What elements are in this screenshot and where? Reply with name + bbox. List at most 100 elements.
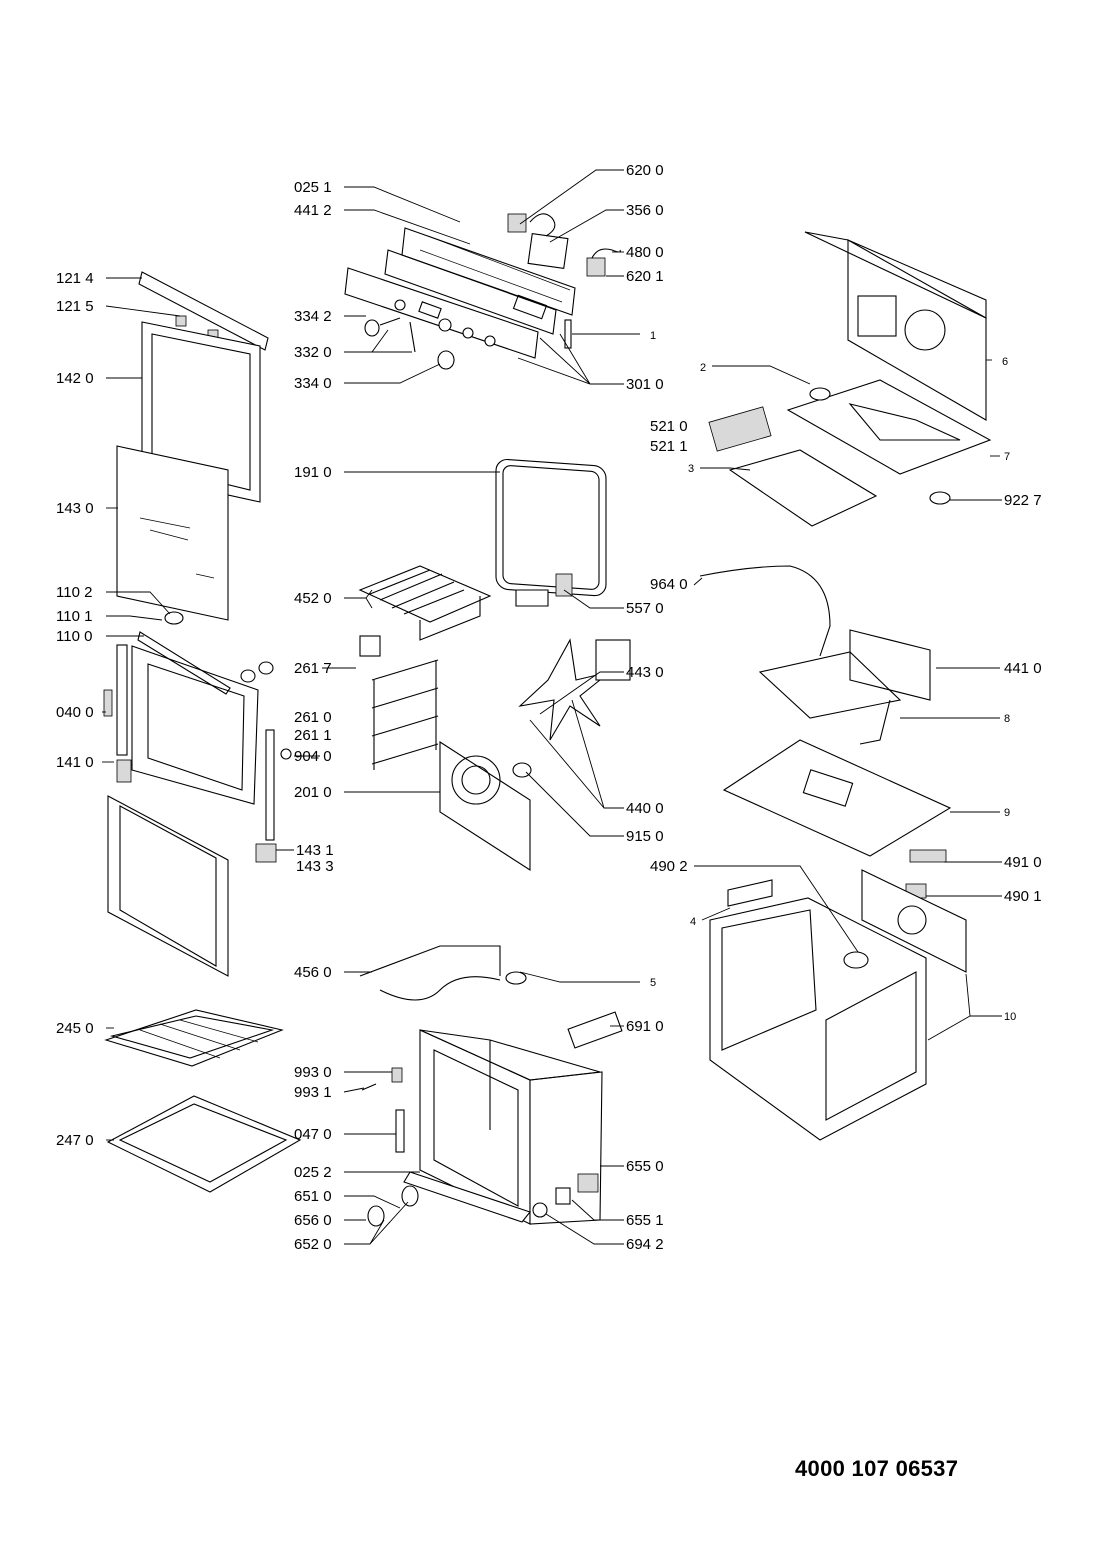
label-1420: 142 0 [56,370,94,387]
label-8: 8 [1004,713,1010,725]
label-4400: 440 0 [626,800,664,817]
label-3320: 332 0 [294,344,332,361]
label-0470: 047 0 [294,1126,332,1143]
knob-3340 [437,350,455,370]
back-panel [439,740,531,872]
door-assembly [103,271,292,977]
label-4520: 452 0 [294,590,332,607]
label-3340: 334 0 [294,375,332,392]
cavity-parts [358,458,631,872]
label-1102: 110 2 [56,584,92,601]
cooling-fan [849,629,931,701]
label-4410: 441 0 [1004,660,1042,677]
label-1910: 191 0 [294,464,332,481]
label-2010: 201 0 [294,784,332,801]
label-1101: 110 1 [56,608,92,625]
display-module [527,233,569,269]
grill-element [358,565,492,641]
label-3342: 334 2 [294,308,332,325]
label-5210: 521 0 [650,418,688,435]
label-9640: 964 0 [650,576,688,593]
insulation-panel [728,449,878,527]
label-6510: 651 0 [294,1188,332,1205]
label-1410: 141 0 [56,754,94,771]
label-5211: 521 1 [650,438,688,455]
label-4910: 491 0 [1004,854,1042,871]
door-top-trim [138,271,269,351]
label-1214: 121 4 [56,270,94,287]
label-4901: 490 1 [1004,888,1042,905]
switch-6201 [586,257,606,277]
label-9227: 922 7 [1004,492,1042,509]
label-1100: 110 0 [56,628,92,645]
label-9931: 993 1 [294,1084,332,1101]
label-6560: 656 0 [294,1212,332,1229]
label-1431: 143 1 [296,842,334,859]
label-1215: 121 5 [56,298,94,315]
label-0400: 040 0 [56,704,94,721]
label-3: 3 [688,463,694,475]
control-panel-assembly [344,213,621,370]
outer-casing-parts [699,231,992,1141]
label-6: 6 [1002,356,1008,368]
label-4800: 480 0 [626,244,664,261]
door-seal [495,458,607,597]
rack-support-clip [359,635,381,657]
hinge-left [116,644,128,756]
label-1: 1 [650,330,656,342]
panel-housing [401,227,576,316]
bottom-element [359,945,501,1001]
label-4412: 441 2 [294,202,332,219]
oven-racks [104,1009,302,1193]
label-2470: 247 0 [56,1132,94,1149]
side-panel [861,869,967,973]
label-1433: 143 3 [296,858,334,875]
label-2617: 261 7 [294,660,332,677]
label-0252: 025 2 [294,1164,332,1181]
label-6551: 655 1 [626,1212,664,1229]
label-9930: 993 0 [294,1064,332,1081]
callout-labels: 620 0 025 1 356 0 441 2 480 0 620 1 121 … [56,162,1042,1253]
label-2611: 261 1 [294,727,332,744]
label-10: 10 [1004,1011,1016,1023]
label-0251: 025 1 [294,179,332,196]
inner-door-frame [141,321,261,503]
label-6200: 620 0 [626,162,664,179]
knob-3342 [364,319,380,337]
label-9040: 904 0 [294,748,332,765]
label-3560: 356 0 [626,202,664,219]
tube-9640 [699,565,831,657]
fan-motor [595,639,631,681]
leader-lines [102,169,1002,1245]
label-4560: 456 0 [294,964,332,981]
label-2450: 245 0 [56,1020,94,1037]
label-1430: 143 0 [56,500,94,517]
label-9: 9 [1004,807,1010,819]
label-5: 5 [650,977,656,989]
switch-6200 [507,213,527,233]
outer-casing [709,897,927,1141]
document-number: 4000 107 06537 [795,1456,959,1481]
bottom-panel [722,739,952,857]
label-2: 2 [700,362,706,374]
side-rack [371,659,439,770]
oven-cavity [359,945,623,1227]
label-4902: 490 2 [650,858,688,875]
outer-door [131,645,259,805]
label-9150: 915 0 [626,828,664,845]
hinge-right [265,729,275,841]
baking-tray [106,1095,302,1193]
label-6910: 691 0 [626,1018,664,1035]
label-7: 7 [1004,451,1010,463]
label-5570: 557 0 [626,600,664,617]
wire-rack [104,1009,284,1067]
door-glass [116,445,229,621]
control-board [708,406,772,452]
rear-panel [847,239,987,421]
label-6520: 652 0 [294,1236,332,1253]
label-4: 4 [690,916,696,928]
label-6550: 655 0 [626,1158,664,1175]
top-panel [786,379,992,475]
label-6201: 620 1 [626,268,664,285]
